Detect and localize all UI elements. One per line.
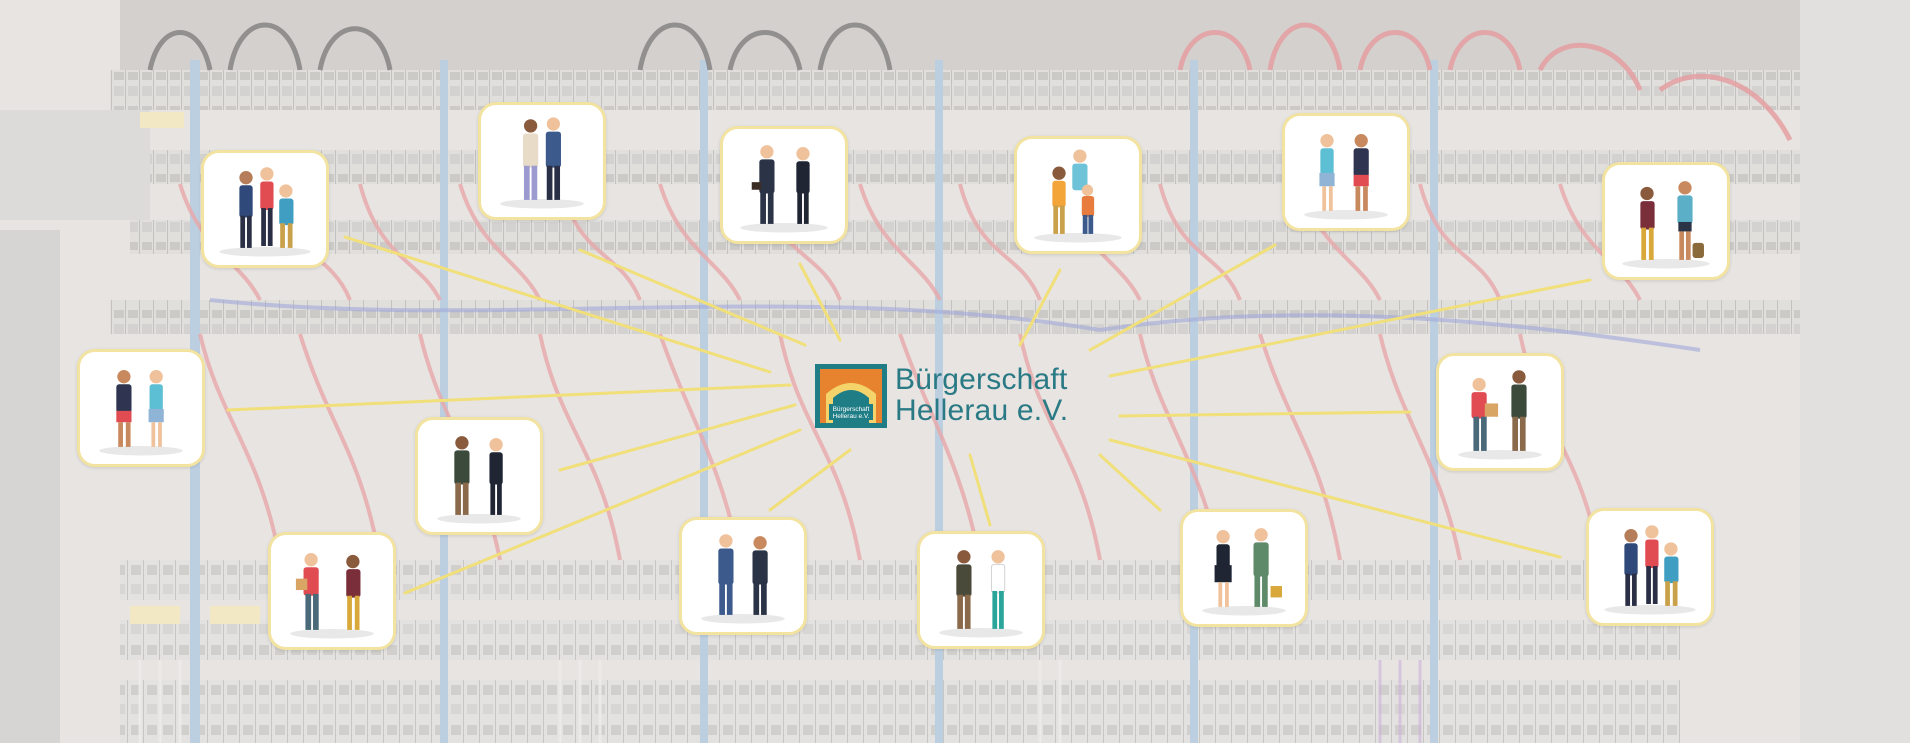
connector-line	[1118, 410, 1412, 418]
people-illustration	[1034, 149, 1122, 243]
connector-line	[798, 262, 842, 342]
connector-line	[768, 448, 852, 512]
people-illustration	[701, 534, 785, 624]
connector-line	[403, 428, 802, 595]
people-illustration	[1458, 370, 1542, 460]
organization-logo[interactable]: Bürgerschaft Hellerau e.V. Bürgerschaft …	[815, 364, 1095, 430]
people-illustration	[1604, 525, 1696, 615]
connector-line	[578, 248, 807, 347]
connector-line	[226, 383, 792, 412]
people-card-businesspeople-with-traveler-right	[1586, 508, 1714, 626]
organization-name-line2: Hellerau e.V.	[895, 394, 1069, 427]
people-card-two-businessmen	[679, 517, 807, 635]
people-illustration	[219, 167, 311, 257]
people-illustration	[290, 553, 374, 639]
people-illustration	[99, 370, 183, 456]
logo-mark-text-line2: Hellerau e.V.	[833, 413, 870, 420]
people-card-businesspeople-with-traveler	[201, 150, 329, 268]
people-illustration	[1622, 181, 1710, 269]
connector-line	[1108, 278, 1592, 378]
people-card-business-team	[720, 126, 848, 244]
connector-line	[558, 403, 797, 472]
connector-line	[343, 235, 772, 374]
logo-mark-text-line1: Bürgerschaft	[833, 406, 870, 413]
people-card-young-couple	[1282, 113, 1410, 231]
people-illustration	[1304, 134, 1388, 220]
people-card-waitress-and-worker	[1180, 509, 1308, 627]
people-card-family-group	[1014, 136, 1142, 254]
people-card-delivery-man-and-hipster	[1436, 353, 1564, 471]
people-illustration	[500, 117, 584, 209]
people-illustration	[437, 436, 521, 524]
organization-name-line1: Bürgerschaft	[895, 363, 1068, 396]
people-card-delivery-and-hiker	[268, 532, 396, 650]
connector-line	[1018, 268, 1062, 347]
people-illustration	[1202, 528, 1286, 616]
people-card-business-pair	[415, 417, 543, 535]
logo-mark-icon: Bürgerschaft Hellerau e.V.	[815, 364, 887, 428]
people-card-two-casual-people	[917, 531, 1045, 649]
people-card-security-guard-and-manager	[478, 102, 606, 220]
connector-line	[968, 453, 992, 527]
people-card-hikers	[1602, 162, 1730, 280]
people-illustration	[740, 145, 828, 233]
connector-line	[1098, 453, 1162, 512]
connector-line	[1108, 438, 1562, 559]
people-card-young-couple-casual	[77, 349, 205, 467]
connector-line	[1088, 243, 1277, 352]
people-illustration	[939, 550, 1023, 638]
